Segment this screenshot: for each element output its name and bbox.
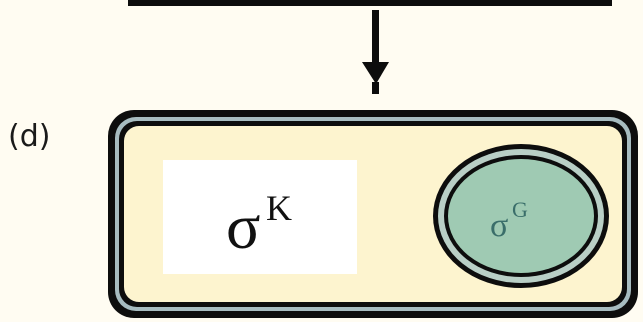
forespore: σ G	[433, 144, 609, 288]
sigma-g-symbol: σ	[490, 207, 508, 244]
sigma-g-superscript: G	[512, 197, 528, 222]
previous-panel-edge	[128, 0, 612, 6]
sigma-k-superscript: K	[266, 188, 292, 228]
sigma-k-symbol: σ	[226, 191, 261, 262]
panel-label: (d)	[8, 119, 50, 154]
arrow-tail	[372, 82, 379, 94]
arrow-shaft	[372, 10, 379, 68]
